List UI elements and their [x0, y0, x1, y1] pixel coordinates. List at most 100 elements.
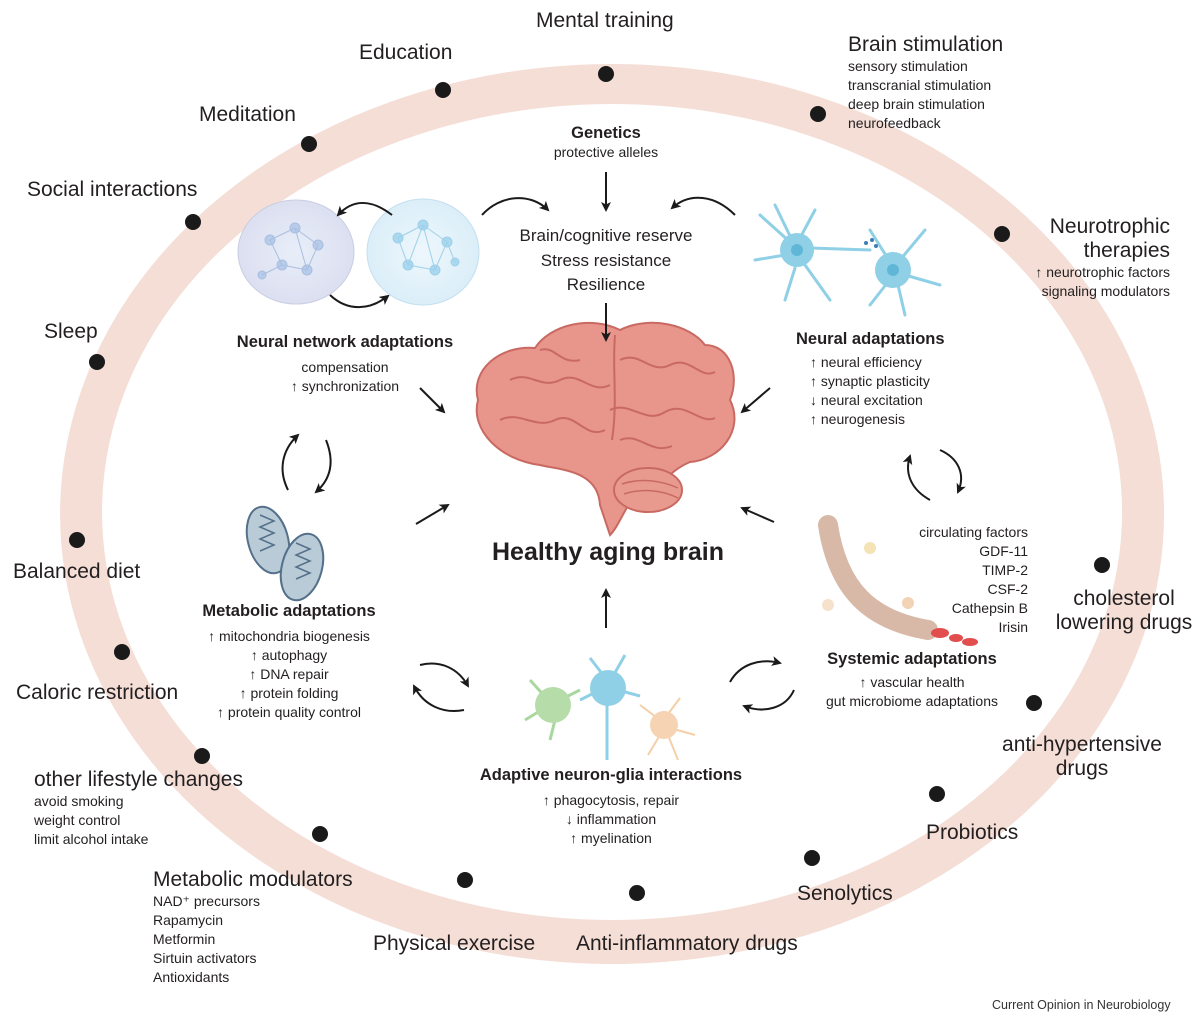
reserve-item: Resilience — [566, 275, 646, 294]
neuron-glia-item: ↑ phagocytosis, repair — [542, 792, 680, 808]
circulating-item: Cathepsin B — [951, 600, 1028, 616]
metabolic-modulators-block: Metabolic modulators NAD⁺ precursors Rap… — [153, 868, 353, 987]
dot-meditation — [301, 136, 317, 152]
genetics-block: Genetics protective alleles — [506, 124, 706, 162]
neuron-glia-item: ↓ inflammation — [565, 811, 657, 827]
neural-item: ↑ neural efficiency — [810, 354, 922, 370]
arrow-cycle-up — [281, 433, 300, 491]
label-probiotics: Probiotics — [926, 821, 1019, 844]
stimulation-item: transcranial stimulation — [848, 77, 992, 93]
dot-education — [435, 82, 451, 98]
modulator-item: Metformin — [153, 931, 216, 947]
mitochondria-illustration — [245, 505, 325, 602]
reserve-block: Brain/cognitive reserve Stress resistanc… — [486, 224, 726, 298]
label-cholesterol-1: cholesterol — [1073, 587, 1175, 610]
circulating-item: CSF-2 — [987, 581, 1028, 597]
systemic-block: Systemic adaptations ↑ vascular health g… — [800, 650, 1024, 711]
stimulation-item: sensory stimulation — [848, 58, 968, 74]
brain-stimulation-block: Brain stimulation sensory stimulation tr… — [848, 33, 1003, 133]
lifestyle-item: weight control — [34, 812, 121, 828]
modulator-item: Rapamycin — [153, 912, 224, 928]
arrow-network-left — [336, 202, 393, 217]
arrows — [281, 172, 966, 714]
label-antihypertensive-2: drugs — [1055, 757, 1109, 780]
neuron-glia-item: ↑ myelination — [570, 830, 652, 846]
neural-item: ↓ neural excitation — [810, 392, 923, 408]
neural-block: Neural adaptations ↑ neural efficiency ↑… — [796, 330, 945, 429]
arrow-cycle-down — [314, 439, 332, 494]
dot-sleep — [89, 354, 105, 370]
dot-neurotrophic — [994, 226, 1010, 242]
modulator-item: NAD⁺ precursors — [153, 893, 260, 909]
label-metabolic-modulators: Metabolic modulators — [153, 868, 353, 891]
stimulation-item: neurofeedback — [848, 115, 941, 131]
circulating-item: GDF-11 — [979, 543, 1028, 559]
dot-caloric — [114, 644, 130, 660]
neural-item: ↑ synaptic plasticity — [810, 373, 930, 389]
cholesterol-block: cholesterol lowering drugs — [1054, 587, 1194, 635]
neuron-glia-block: Adaptive neuron-glia interactions ↑ phag… — [458, 766, 764, 848]
reserve-item: Stress resistance — [540, 250, 672, 270]
neural-network-title: Neural network adaptations — [236, 333, 454, 351]
arrow-mg-left — [413, 684, 465, 712]
label-neurotrophic-1: Neurotrophic — [1049, 215, 1170, 238]
dot-metabolic-mod — [312, 826, 328, 842]
vessel-illustration — [818, 515, 978, 646]
label-education: Education — [359, 41, 453, 64]
neuron-glia-illustration — [524, 654, 696, 761]
genetics-title: Genetics — [571, 124, 641, 142]
dot-diet — [69, 532, 85, 548]
metabolic-item: ↑ protein folding — [239, 685, 339, 701]
modulator-item: Sirtuin activators — [153, 950, 257, 966]
arrow-network-to-reserve — [481, 197, 550, 216]
dot-antihypertensive — [1026, 695, 1042, 711]
neural-network-illustration — [237, 198, 480, 306]
neural-network-item: compensation — [301, 359, 389, 375]
label-sleep: Sleep — [44, 320, 98, 343]
arrow-gs-right — [729, 656, 782, 683]
arrow-ns-down — [939, 449, 966, 494]
circulating-item: Irisin — [998, 619, 1028, 635]
neurotrophic-item: ↑ neurotrophic factors — [1035, 264, 1170, 280]
lifestyle-item: avoid smoking — [34, 793, 124, 809]
genetics-subtitle: protective alleles — [553, 144, 659, 160]
dot-other-lifestyle — [194, 748, 210, 764]
dot-exercise — [457, 872, 473, 888]
label-meditation: Meditation — [199, 103, 296, 126]
neuron-glia-title: Adaptive neuron-glia interactions — [479, 766, 743, 784]
neural-item: ↑ neurogenesis — [810, 411, 905, 427]
arrow-neural-brain — [740, 387, 771, 414]
antihypertensive-block: anti-hypertensive drugs — [987, 733, 1177, 781]
label-senolytics: Senolytics — [797, 882, 893, 905]
other-lifestyle-block: other lifestyle changes avoid smoking we… — [34, 768, 243, 849]
circulating-item: TIMP-2 — [982, 562, 1028, 578]
label-anti-inflammatory: Anti-inflammatory drugs — [576, 932, 798, 955]
label-antihypertensive-1: anti-hypertensive — [1002, 733, 1162, 756]
label-balanced-diet: Balanced diet — [13, 560, 141, 583]
label-neurotrophic-2: therapies — [1083, 239, 1170, 262]
systemic-item: ↑ vascular health — [859, 674, 965, 690]
credit-text: Current Opinion in Neurobiology — [992, 998, 1171, 1012]
dot-social — [185, 214, 201, 230]
neural-network-item: ↑ synchronization — [290, 378, 400, 394]
arrow-network-right — [329, 294, 390, 309]
label-cholesterol-2: lowering drugs — [1055, 611, 1193, 634]
center-title: Healthy aging brain — [492, 538, 724, 566]
label-mental-training: Mental training — [536, 9, 674, 32]
brain-illustration — [475, 321, 736, 537]
metabolic-item: ↑ mitochondria biogenesis — [208, 628, 370, 644]
label-social-interactions: Social interactions — [27, 178, 198, 201]
arrow-ns-up — [902, 454, 931, 501]
stimulation-item: deep brain stimulation — [848, 96, 985, 112]
arrow-gs-left — [742, 689, 795, 714]
label-brain-stimulation: Brain stimulation — [848, 33, 1004, 56]
arrow-systemic-brain — [740, 506, 775, 523]
circulating-item: circulating factors — [919, 524, 1028, 540]
arrow-metabolic-brain — [415, 503, 450, 525]
neural-network-block: Neural network adaptations compensation … — [214, 333, 476, 396]
dot-mental-training — [598, 66, 614, 82]
modulator-item: Antioxidants — [153, 969, 230, 985]
dot-brain-stim — [810, 106, 826, 122]
systemic-title: Systemic adaptations — [827, 650, 997, 668]
